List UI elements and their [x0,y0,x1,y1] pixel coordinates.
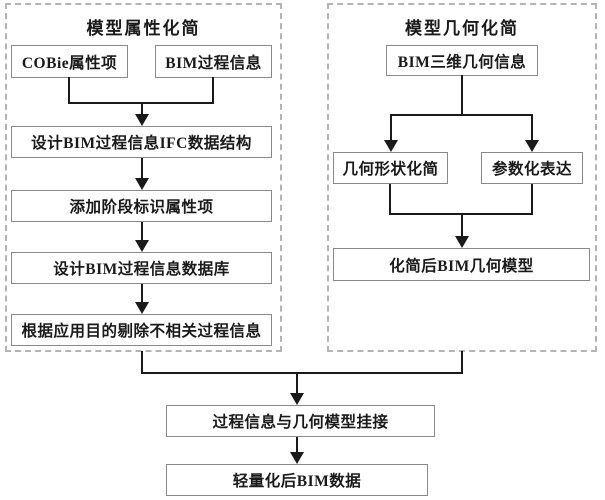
connector-to-final-node [296,437,298,453]
node-cobie-attributes: COBie属性项 [11,45,128,78]
arrowhead-to-parametric [525,140,539,152]
connector-to-link-node [296,372,298,394]
connector-geo-simplify-down [389,184,391,215]
group-title-geometry: 模型几何化简 [405,19,519,38]
connector-stage-to-db [141,222,143,241]
connector-to-ifc-structure [141,102,143,115]
connector-ifc-to-stage [141,158,143,179]
arrowhead-to-geo-simplify [384,140,398,152]
node-remove-irrelevant-info: 根据应用目的剔除不相关过程信息 [11,314,272,346]
arrowhead-stage-to-db [135,240,149,252]
connector-to-simplified-model [461,213,463,237]
connector-bim-process-down [212,77,214,104]
connector-to-geo-simplify [390,114,392,141]
connector-db-to-remove [141,284,143,303]
connector-right-group-down [461,351,463,374]
arrowhead-to-link-node [290,393,304,405]
arrowhead-db-to-remove [135,302,149,314]
node-design-ifc-data-structure: 设计BIM过程信息IFC数据结构 [11,126,272,158]
connector-merge3-horizontal [141,372,463,374]
arrowhead-to-final-node [290,452,304,464]
connector-left-group-down [141,351,143,374]
node-design-process-database: 设计BIM过程信息数据库 [11,252,272,284]
group-title-attribute: 模型属性化简 [86,19,201,38]
connector-parametric-down [531,184,533,215]
node-simplified-bim-geometry-model: 化简后BIM几何模型 [333,248,590,281]
node-add-stage-id-attributes: 添加阶段标识属性项 [11,190,272,222]
connector-bim3d-down [461,75,463,116]
node-link-process-and-geometry: 过程信息与几何模型挂接 [166,405,435,437]
arrowhead-to-ifc-structure [135,114,149,126]
connector-split-horizontal [390,114,533,116]
connector-cobie-down [68,77,70,104]
node-bim-3d-geometry-info: BIM三维几何信息 [386,45,538,76]
node-parametric-expression: 参数化表达 [481,152,583,184]
connector-to-parametric [531,114,533,141]
arrowhead-ifc-to-stage [135,178,149,190]
arrowhead-to-simplified-model [455,236,469,248]
node-bim-process-info: BIM过程信息 [155,45,272,78]
node-lightweight-bim-data: 轻量化后BIM数据 [166,464,428,496]
node-geometry-shape-simplify: 几何形状化简 [333,152,448,184]
